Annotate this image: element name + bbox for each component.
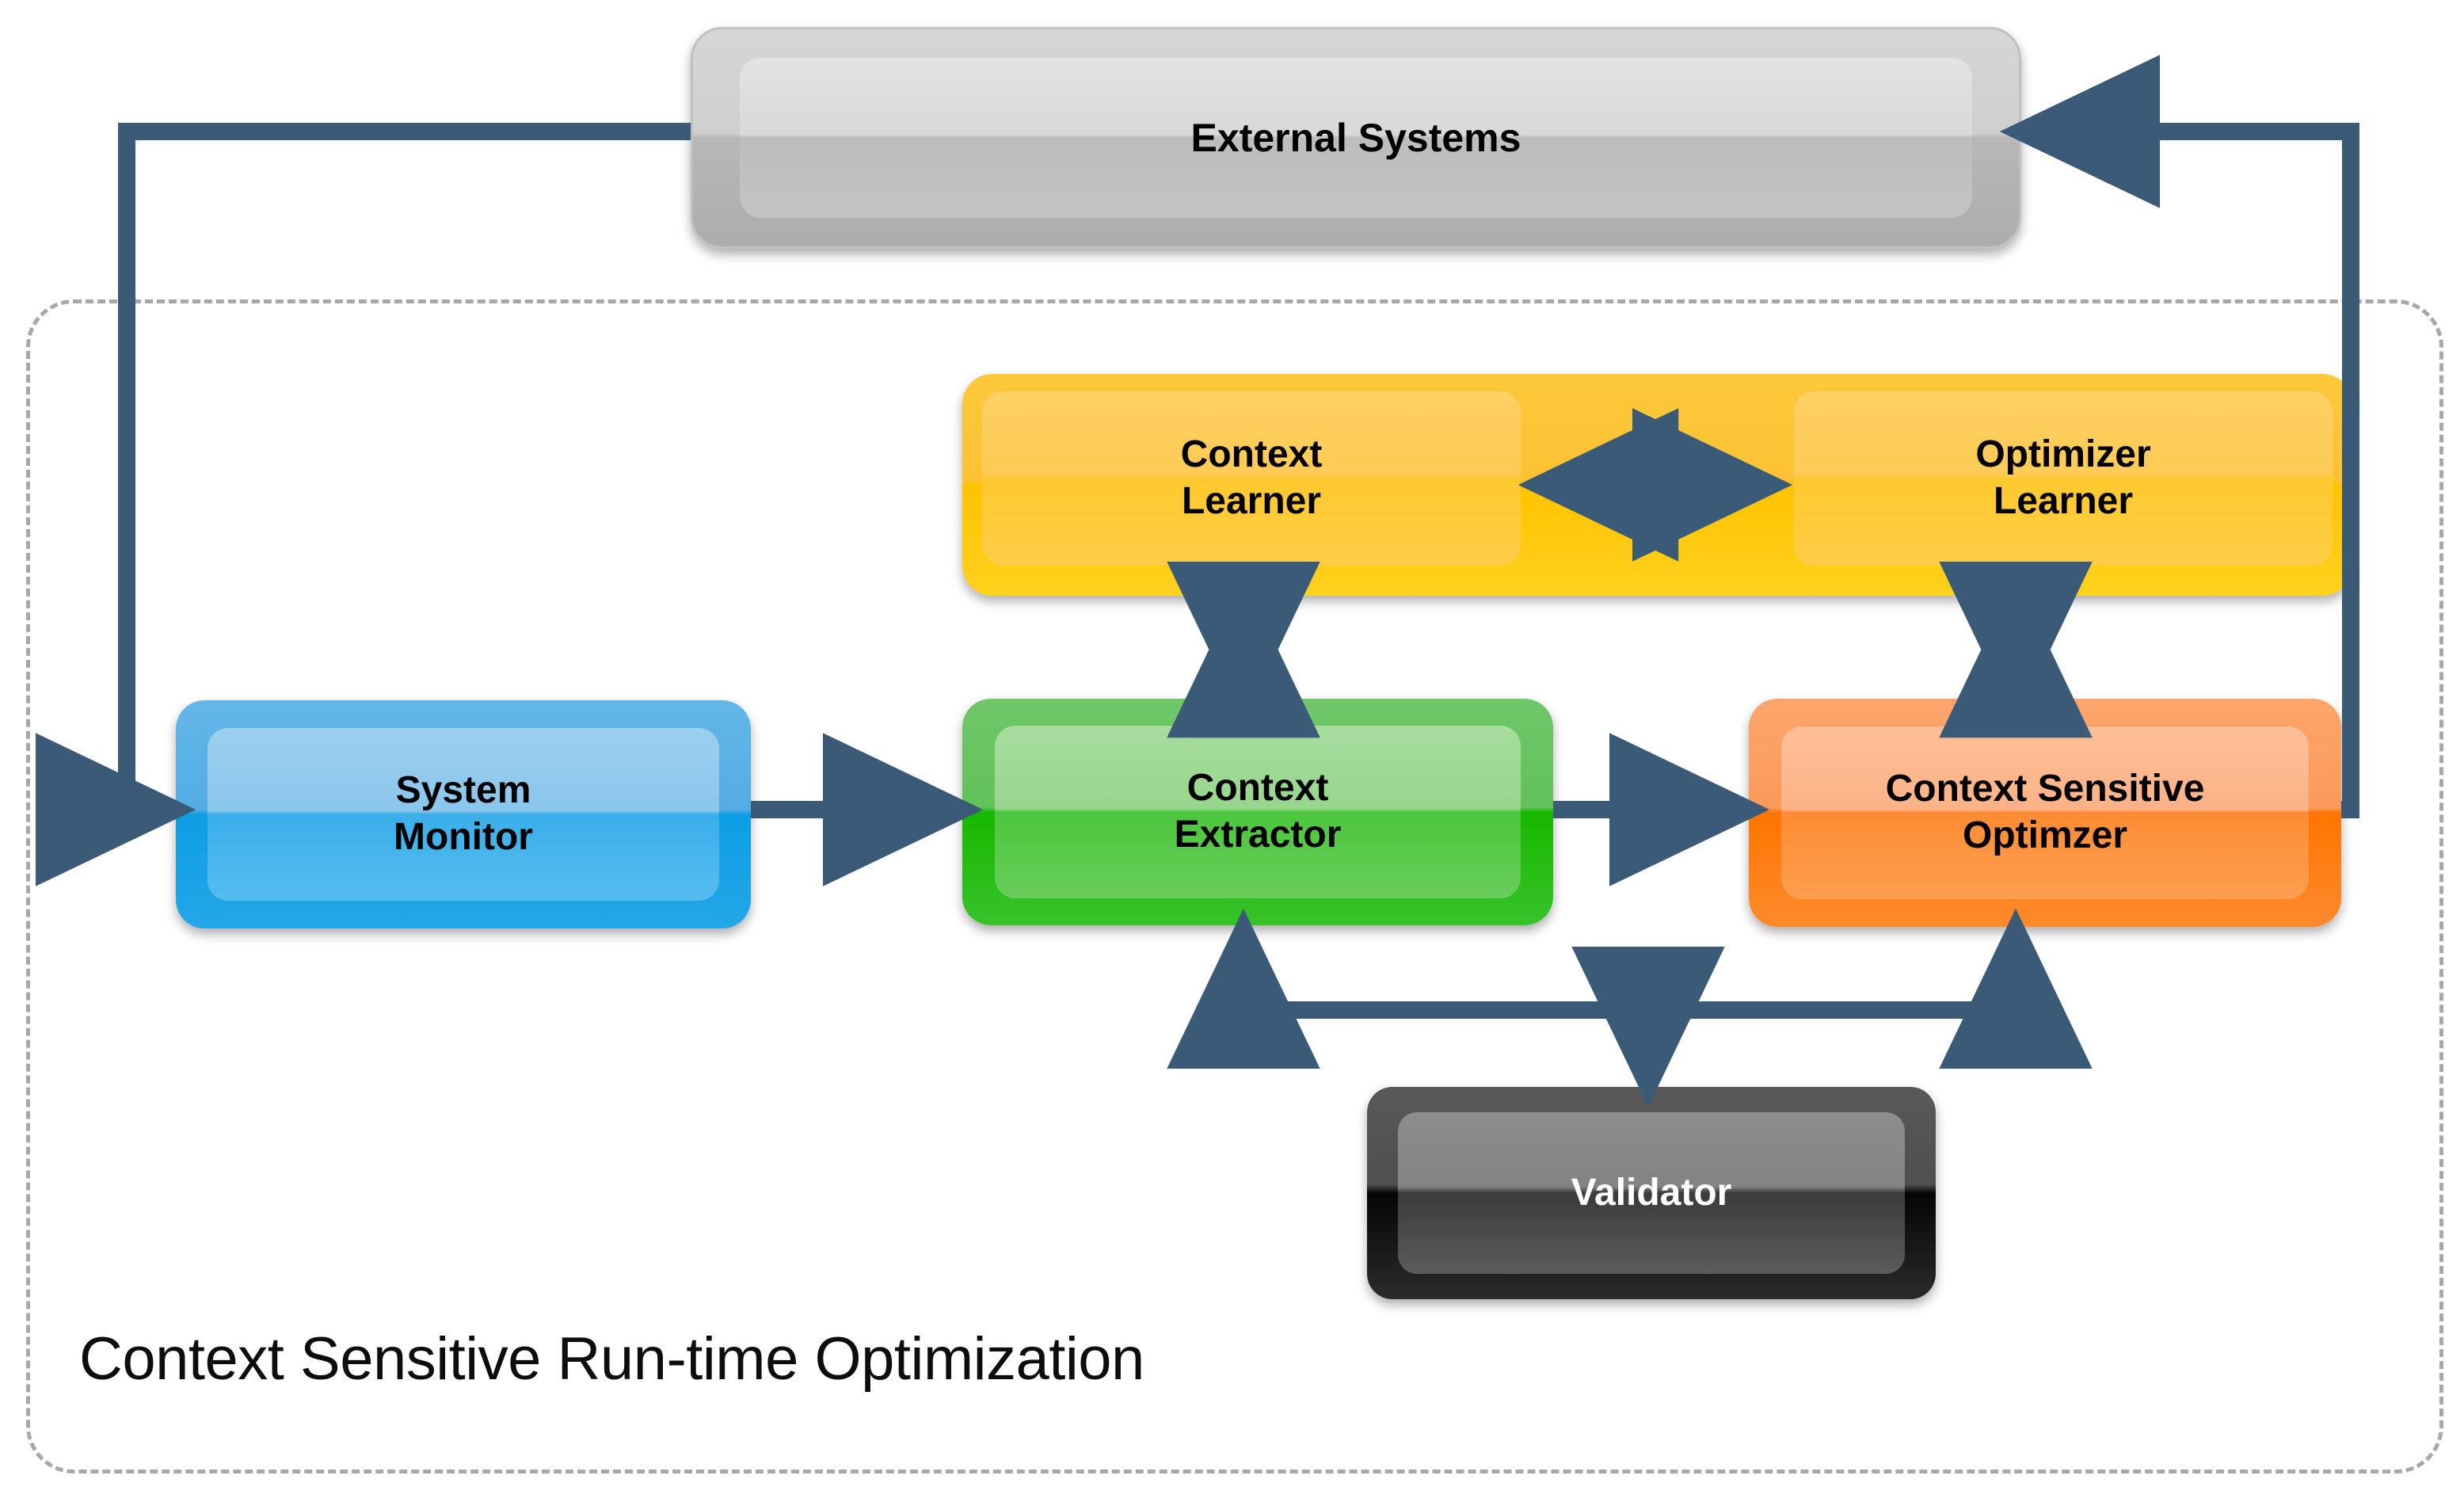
node-inner-panel <box>1781 726 2309 900</box>
context-learner-label-line1: Context <box>1180 433 1323 476</box>
node-label: Optimizer Learner <box>1794 391 2333 566</box>
node-label: Context Learner <box>982 391 1521 566</box>
node-optimizer-learner[interactable]: Optimizer Learner <box>1794 391 2333 566</box>
node-context-sensitive-optimizer[interactable]: Context Sensitive Optimzer <box>1749 699 2341 927</box>
context-learner-label-line2: Learner <box>1181 480 1322 522</box>
node-inner-panel <box>739 57 1973 219</box>
optimizer-learner-label-line2: Learner <box>1993 480 2134 522</box>
subsystem-title: Context Sensitive Run-time Optimization <box>79 1325 1144 1393</box>
node-validator[interactable]: Validator <box>1367 1087 1936 1299</box>
node-inner-panel <box>207 727 720 902</box>
node-inner-panel <box>995 726 1521 898</box>
node-context-extractor[interactable]: Context Extractor <box>962 699 1553 925</box>
node-learner-group: Context Learner Optimizer Learner <box>962 374 2352 596</box>
node-system-monitor[interactable]: System Monitor <box>176 700 751 928</box>
node-context-learner[interactable]: Context Learner <box>982 391 1521 566</box>
optimizer-learner-label-line1: Optimizer <box>1975 433 2151 476</box>
node-external-systems[interactable]: External Systems <box>691 27 2021 249</box>
node-inner-panel <box>1398 1112 1905 1274</box>
